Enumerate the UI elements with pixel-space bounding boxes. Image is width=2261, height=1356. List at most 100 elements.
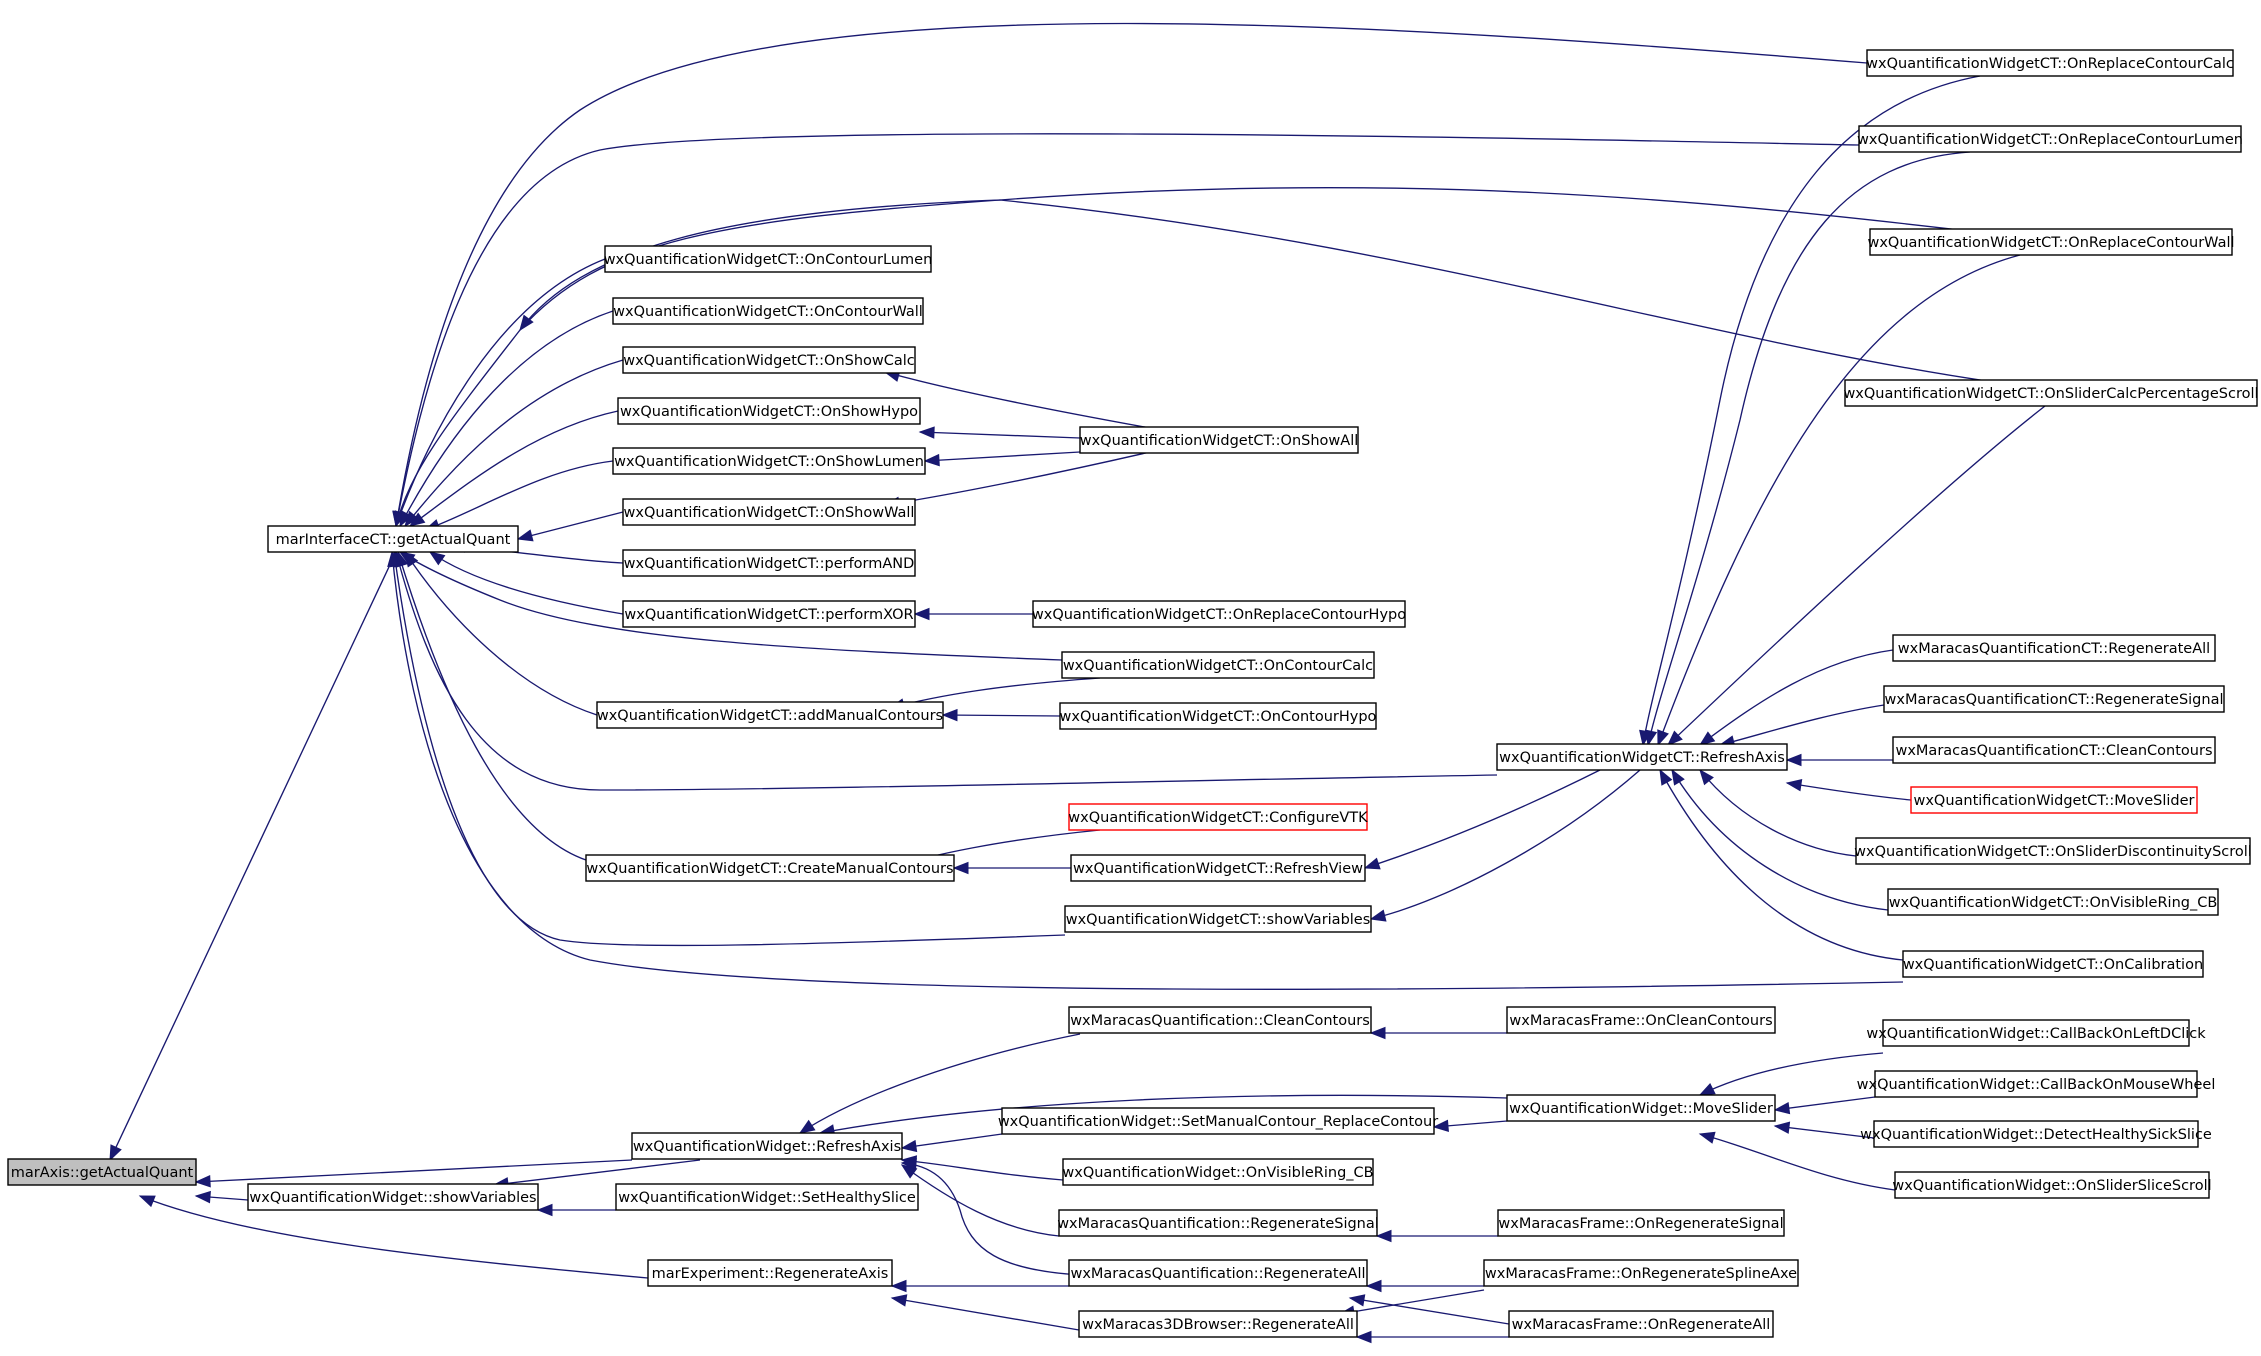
node-box[interactable] — [1883, 685, 2225, 713]
node-ct_showwall[interactable]: wxQuantificationWidgetCT::OnShowWall — [622, 498, 916, 526]
node-mq_cleancontours[interactable]: wxMaracasQuantificationCT::CleanContours — [1892, 736, 2216, 764]
node-f_regenspline[interactable]: wxMaracasFrame::OnRegenerateSplineAxe — [1483, 1259, 1799, 1287]
node-box[interactable] — [247, 1183, 539, 1211]
node-ct_refreshview[interactable]: wxQuantificationWidgetCT::RefreshView — [1070, 854, 1366, 882]
node-box[interactable] — [1892, 736, 2216, 764]
node-ct_conthypo[interactable]: wxQuantificationWidgetCT::OnContourHypo — [1059, 702, 1377, 730]
node-qw_showvars[interactable]: wxQuantificationWidget::showVariables — [247, 1183, 539, 1211]
node-box[interactable] — [1506, 1094, 1776, 1122]
node-ct_replcalc[interactable]: wxQuantificationWidgetCT::OnReplaceConto… — [1866, 49, 2234, 77]
node-box[interactable] — [1508, 1310, 1774, 1338]
node-box[interactable] — [1874, 1070, 2198, 1098]
node-box[interactable] — [1855, 837, 2251, 865]
node-box[interactable] — [1068, 1259, 1368, 1287]
node-m_regensignal[interactable]: wxMaracasQuantification::RegenerateSigna… — [1057, 1209, 1379, 1237]
node-box[interactable] — [1064, 905, 1372, 933]
node-ct_replhypo[interactable]: wxQuantificationWidgetCT::OnReplaceConto… — [1032, 600, 1406, 628]
node-box[interactable] — [1058, 1209, 1378, 1237]
node-qw_cbleftdclick[interactable]: wxQuantificationWidget::CallBackOnLeftDC… — [1866, 1019, 2206, 1047]
node-ct_contwall[interactable]: wxQuantificationWidgetCT::OnContourWall — [612, 297, 924, 325]
node-box[interactable] — [267, 525, 519, 553]
node-box[interactable] — [1001, 1107, 1435, 1135]
node-ct_visiblering[interactable]: wxQuantificationWidgetCT::OnVisibleRing_… — [1887, 888, 2219, 916]
node-box[interactable] — [1062, 1158, 1374, 1186]
node-box[interactable] — [622, 600, 916, 628]
node-m_regenall[interactable]: wxMaracasQuantification::RegenerateAll — [1068, 1259, 1368, 1287]
node-box[interactable] — [631, 1132, 903, 1160]
node-ct_repllumen[interactable]: wxQuantificationWidgetCT::OnReplaceConto… — [1857, 125, 2243, 153]
node-ct_performxor[interactable]: wxQuantificationWidgetCT::performXOR — [622, 600, 916, 628]
node-box[interactable] — [1032, 600, 1406, 628]
node-box[interactable] — [1483, 1259, 1799, 1287]
node-box[interactable] — [1858, 125, 2242, 153]
node-ct_contlumen[interactable]: wxQuantificationWidgetCT::OnContourLumen — [604, 245, 933, 273]
node-mq_regenall[interactable]: wxMaracasQuantificationCT::RegenerateAll — [1892, 634, 2216, 662]
node-ct_showhypo[interactable]: wxQuantificationWidgetCT::OnShowHypo — [617, 397, 921, 425]
node-root[interactable]: marAxis::getActualQuant — [7, 1158, 197, 1186]
node-ct_configvtk[interactable]: wxQuantificationWidgetCT::ConfigureVTK — [1068, 803, 1368, 831]
node-box[interactable] — [612, 447, 926, 475]
node-iface[interactable]: marInterfaceCT::getActualQuant — [267, 525, 519, 553]
node-ct_performand[interactable]: wxQuantificationWidgetCT::performAND — [622, 549, 916, 577]
node-box[interactable] — [1892, 634, 2216, 662]
node-f_cleancontours[interactable]: wxMaracasFrame::OnCleanContours — [1506, 1006, 1776, 1034]
node-box[interactable] — [622, 549, 916, 577]
node-box[interactable] — [622, 346, 916, 374]
node-ct_calibration[interactable]: wxQuantificationWidgetCT::OnCalibration — [1902, 950, 2204, 978]
node-ct_showvars[interactable]: wxQuantificationWidgetCT::showVariables — [1064, 905, 1372, 933]
node-qw_moveslider[interactable]: wxQuantificationWidget::MoveSlider — [1506, 1094, 1776, 1122]
node-qw_refresh[interactable]: wxQuantificationWidget::RefreshAxis — [631, 1132, 903, 1160]
node-qw_setmanual[interactable]: wxQuantificationWidget::SetManualContour… — [998, 1107, 1438, 1135]
node-ct_showall[interactable]: wxQuantificationWidgetCT::OnShowAll — [1079, 426, 1359, 454]
node-box[interactable] — [615, 1183, 919, 1211]
node-box[interactable] — [1068, 1006, 1372, 1034]
node-ct_slidercalc[interactable]: wxQuantificationWidgetCT::OnSliderCalcPe… — [1843, 379, 2259, 407]
node-qw_visiblering[interactable]: wxQuantificationWidget::OnVisibleRing_CB — [1062, 1158, 1374, 1186]
node-ct_moveslider[interactable]: wxQuantificationWidgetCT::MoveSlider — [1910, 786, 2198, 814]
node-box[interactable] — [1496, 743, 1788, 771]
node-ct_contcalc[interactable]: wxQuantificationWidgetCT::OnContourCalc — [1061, 651, 1375, 679]
node-ct_refreshaxis[interactable]: wxQuantificationWidgetCT::RefreshAxis — [1496, 743, 1788, 771]
node-box[interactable] — [1079, 426, 1359, 454]
node-ct_replwall[interactable]: wxQuantificationWidgetCT::OnReplaceConto… — [1867, 228, 2235, 256]
node-box[interactable] — [604, 245, 932, 273]
node-ct_showlumen[interactable]: wxQuantificationWidgetCT::OnShowLumen — [612, 447, 926, 475]
node-box[interactable] — [1887, 888, 2219, 916]
node-box[interactable] — [1873, 1120, 2199, 1148]
node-exp_regen[interactable]: marExperiment::RegenerateAxis — [647, 1259, 893, 1287]
node-ct_showcalc[interactable]: wxQuantificationWidgetCT::OnShowCalc — [622, 346, 916, 374]
node-box[interactable] — [585, 854, 955, 882]
node-b3d_regenall[interactable]: wxMaracas3DBrowser::RegenerateAll — [1078, 1310, 1358, 1338]
node-qw_cbmousewheel[interactable]: wxQuantificationWidget::CallBackOnMouseW… — [1857, 1070, 2216, 1098]
node-box[interactable] — [1078, 1310, 1358, 1338]
node-box[interactable] — [1882, 1019, 2190, 1047]
node-f_regensignal[interactable]: wxMaracasFrame::OnRegenerateSignal — [1497, 1209, 1785, 1237]
node-box[interactable] — [1068, 803, 1368, 831]
node-box[interactable] — [612, 297, 924, 325]
node-box[interactable] — [7, 1158, 197, 1186]
node-box[interactable] — [1894, 1171, 2210, 1199]
node-box[interactable] — [1497, 1209, 1785, 1237]
node-ct_sliderdisc[interactable]: wxQuantificationWidgetCT::OnSliderDiscon… — [1854, 837, 2252, 865]
node-box[interactable] — [596, 701, 944, 729]
node-box[interactable] — [1061, 651, 1375, 679]
node-box[interactable] — [1902, 950, 2204, 978]
node-ct_createmanual[interactable]: wxQuantificationWidgetCT::CreateManualCo… — [585, 854, 955, 882]
node-f_regenall[interactable]: wxMaracasFrame::OnRegenerateAll — [1508, 1310, 1774, 1338]
node-qw_sliderslice[interactable]: wxQuantificationWidget::OnSliderSliceScr… — [1892, 1171, 2212, 1199]
node-qw_detecthealthy[interactable]: wxQuantificationWidget::DetectHealthySic… — [1860, 1120, 2212, 1148]
node-box[interactable] — [622, 498, 916, 526]
node-box[interactable] — [1059, 702, 1377, 730]
node-box[interactable] — [617, 397, 921, 425]
node-box[interactable] — [1070, 854, 1366, 882]
node-qw_sethealthy[interactable]: wxQuantificationWidget::SetHealthySlice — [615, 1183, 919, 1211]
node-box[interactable] — [1844, 379, 2258, 407]
node-mq_regensignal[interactable]: wxMaracasQuantificationCT::RegenerateSig… — [1883, 685, 2225, 713]
node-box[interactable] — [1869, 228, 2233, 256]
node-m_cleancontours[interactable]: wxMaracasQuantification::CleanContours — [1068, 1006, 1372, 1034]
node-box[interactable] — [1506, 1006, 1776, 1034]
node-ct_addmanual[interactable]: wxQuantificationWidgetCT::addManualConto… — [596, 701, 944, 729]
node-box[interactable] — [647, 1259, 893, 1287]
node-box[interactable] — [1866, 49, 2234, 77]
node-box[interactable] — [1910, 786, 2198, 814]
